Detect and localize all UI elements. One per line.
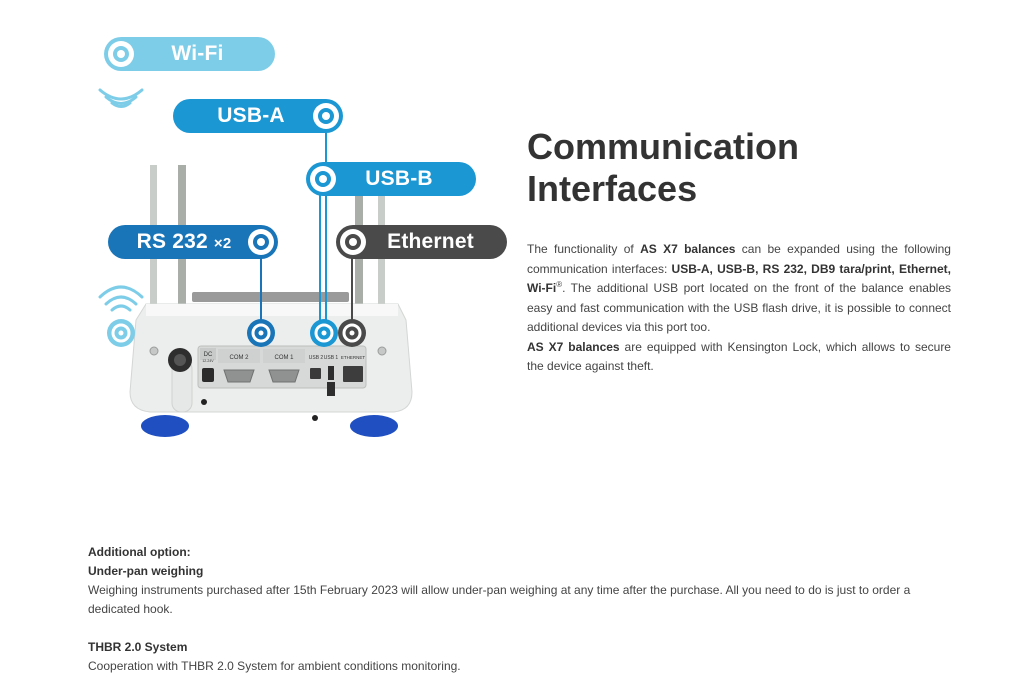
heading-line-1: Communication xyxy=(527,126,800,167)
marker-ethernet-dot xyxy=(349,330,355,336)
marker-rs232-dot xyxy=(258,330,264,336)
kensington-lock-center xyxy=(174,354,186,366)
usb-a-label: USB-A xyxy=(217,104,285,127)
com1-label-box xyxy=(263,349,305,363)
screw-hole-right xyxy=(312,415,318,421)
rs232-label: RS 232 xyxy=(136,230,208,253)
usb-b-label: USB-B xyxy=(365,167,433,190)
rs232-multiplier: ×2 xyxy=(213,235,232,252)
usb-b-pill: USB-B xyxy=(306,162,476,196)
wifi-signal-icon-bottom xyxy=(98,285,144,312)
port-label-com2: COM 2 xyxy=(229,355,249,361)
wifi-pill: Wi-Fi xyxy=(104,37,275,71)
desc-text-1: The functionality of xyxy=(527,242,641,256)
balance-interfaces-illustration: DC 12-24V COM 2 COM 1 USB 2 USB 1 ETHERN… xyxy=(0,0,520,450)
dc-label-box xyxy=(200,348,216,360)
under-pan-title: Under-pan weighing xyxy=(88,564,204,578)
desc-bold-model: AS X7 balances xyxy=(640,242,736,256)
port-label-usb1: USB 1 xyxy=(324,355,339,361)
marker-wifi-ring xyxy=(111,323,131,343)
marker-usb-ring xyxy=(314,323,334,343)
additional-options: Additional option: Under-pan weighing We… xyxy=(88,543,918,676)
wifi-ring-icon xyxy=(108,41,134,67)
desc-bold-model-2: AS X7 balances xyxy=(527,339,620,354)
marker-usb-dot xyxy=(321,330,327,336)
foot-left xyxy=(141,415,189,437)
usb-b-port xyxy=(310,368,321,379)
port-label-dc-voltage: 12-24V xyxy=(202,359,214,363)
ethernet-port xyxy=(343,366,363,382)
thbr-title: THBR 2.0 System xyxy=(88,640,188,654)
dc-jack xyxy=(202,368,214,382)
pan-plate xyxy=(192,292,349,302)
rs232-pill: RS 232 ×2 xyxy=(108,225,278,259)
usb-a-port xyxy=(328,366,334,380)
com2-label-box xyxy=(218,349,260,363)
foot-right xyxy=(350,415,398,437)
com1-db9-connector xyxy=(268,369,300,383)
heading-line-2: Interfaces xyxy=(527,168,698,209)
port-label-dc: DC xyxy=(204,352,213,358)
desc-text-2: can be expanded using the following comm… xyxy=(527,242,951,276)
marker-rs232-ring xyxy=(251,323,271,343)
side-screw-left xyxy=(149,346,159,356)
section-heading: Communication Interfaces xyxy=(527,126,967,210)
rs232-ring-icon xyxy=(248,229,274,255)
marker-wifi-dot xyxy=(118,330,124,336)
port-label-com1: COM 1 xyxy=(274,355,294,361)
thbr-text: Cooperation with THBR 2.0 System for amb… xyxy=(88,659,461,673)
registered-mark: ® xyxy=(556,280,563,289)
desc-text-4: are equipped with Kensington Lock, which… xyxy=(527,339,951,374)
rs232-text: RS 232 ×2 xyxy=(120,230,248,254)
port-label-usb2: USB 2 xyxy=(309,355,324,361)
com2-db9-connector xyxy=(223,369,255,383)
balance-device-drawing: DC 12-24V COM 2 COM 1 USB 2 USB 1 ETHERN… xyxy=(98,88,413,437)
wifi-signal-icon-top xyxy=(98,88,144,108)
usb-a-pill: USB-A xyxy=(173,99,343,133)
usb-b-ring-icon xyxy=(310,166,336,192)
desc-text-3: . The additional USB port located on the… xyxy=(527,281,951,334)
port-label-ethernet: ETHERNET xyxy=(341,355,366,360)
side-screw-right xyxy=(377,346,387,356)
wifi-label: Wi-Fi xyxy=(171,42,224,65)
desc-bold-interfaces: USB-A, USB-B, RS 232, DB9 tara/print, Et… xyxy=(527,261,951,296)
under-pan-text: Weighing instruments purchased after 15t… xyxy=(88,583,911,616)
usb-a-ring-icon xyxy=(313,103,339,129)
additional-option-title: Additional option: xyxy=(88,545,191,559)
ethernet-pill: Ethernet xyxy=(336,225,507,259)
ethernet-label: Ethernet xyxy=(387,230,474,253)
marker-ethernet-ring xyxy=(342,323,362,343)
ethernet-ring-icon xyxy=(340,229,366,255)
interfaces-description: The functionality of AS X7 balances can … xyxy=(527,240,951,377)
body-top-edge xyxy=(146,304,398,316)
usb-front-port xyxy=(327,382,335,396)
screw-hole-left xyxy=(201,399,207,405)
